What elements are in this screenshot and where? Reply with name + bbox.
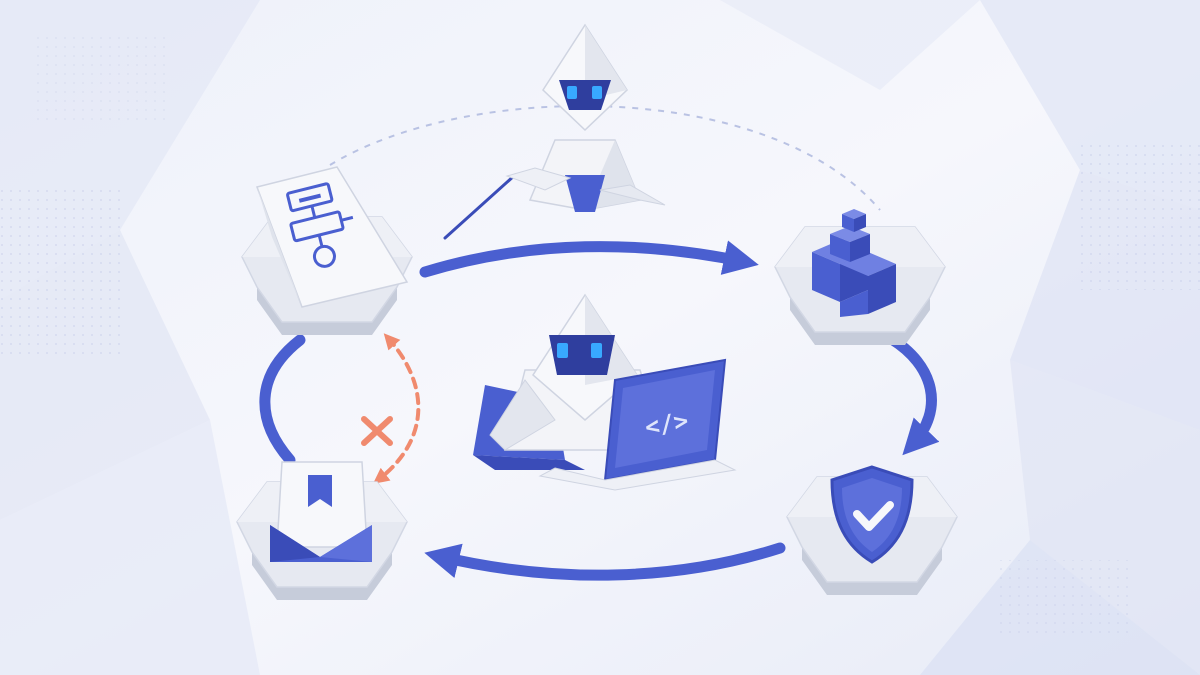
node-ship xyxy=(236,461,408,600)
arrow-ship-to-design xyxy=(259,334,306,466)
cycle-arrows xyxy=(259,240,940,581)
x-icon xyxy=(361,416,393,446)
origami-robot-pointer-icon xyxy=(443,23,666,240)
blocked-flow xyxy=(361,333,421,484)
origami-robot-laptop-icon: </> xyxy=(473,293,737,491)
dashed-flow-planner-to-build xyxy=(329,105,881,211)
node-build xyxy=(774,209,946,345)
blocked-arrow-design-to-ship xyxy=(372,333,421,484)
flowchart-card-icon xyxy=(256,166,409,308)
stacked-cubes-icon xyxy=(812,209,896,317)
node-design xyxy=(241,166,413,335)
agent-coder: </> xyxy=(473,293,737,491)
arrow-design-to-build xyxy=(419,240,759,278)
envelope-bookmark-icon xyxy=(270,461,372,562)
arrow-build-to-verify xyxy=(884,332,940,456)
node-verify xyxy=(786,465,958,595)
agent-planner xyxy=(443,23,666,240)
shield-check-icon xyxy=(830,465,914,564)
arrow-verify-to-ship xyxy=(424,542,786,581)
